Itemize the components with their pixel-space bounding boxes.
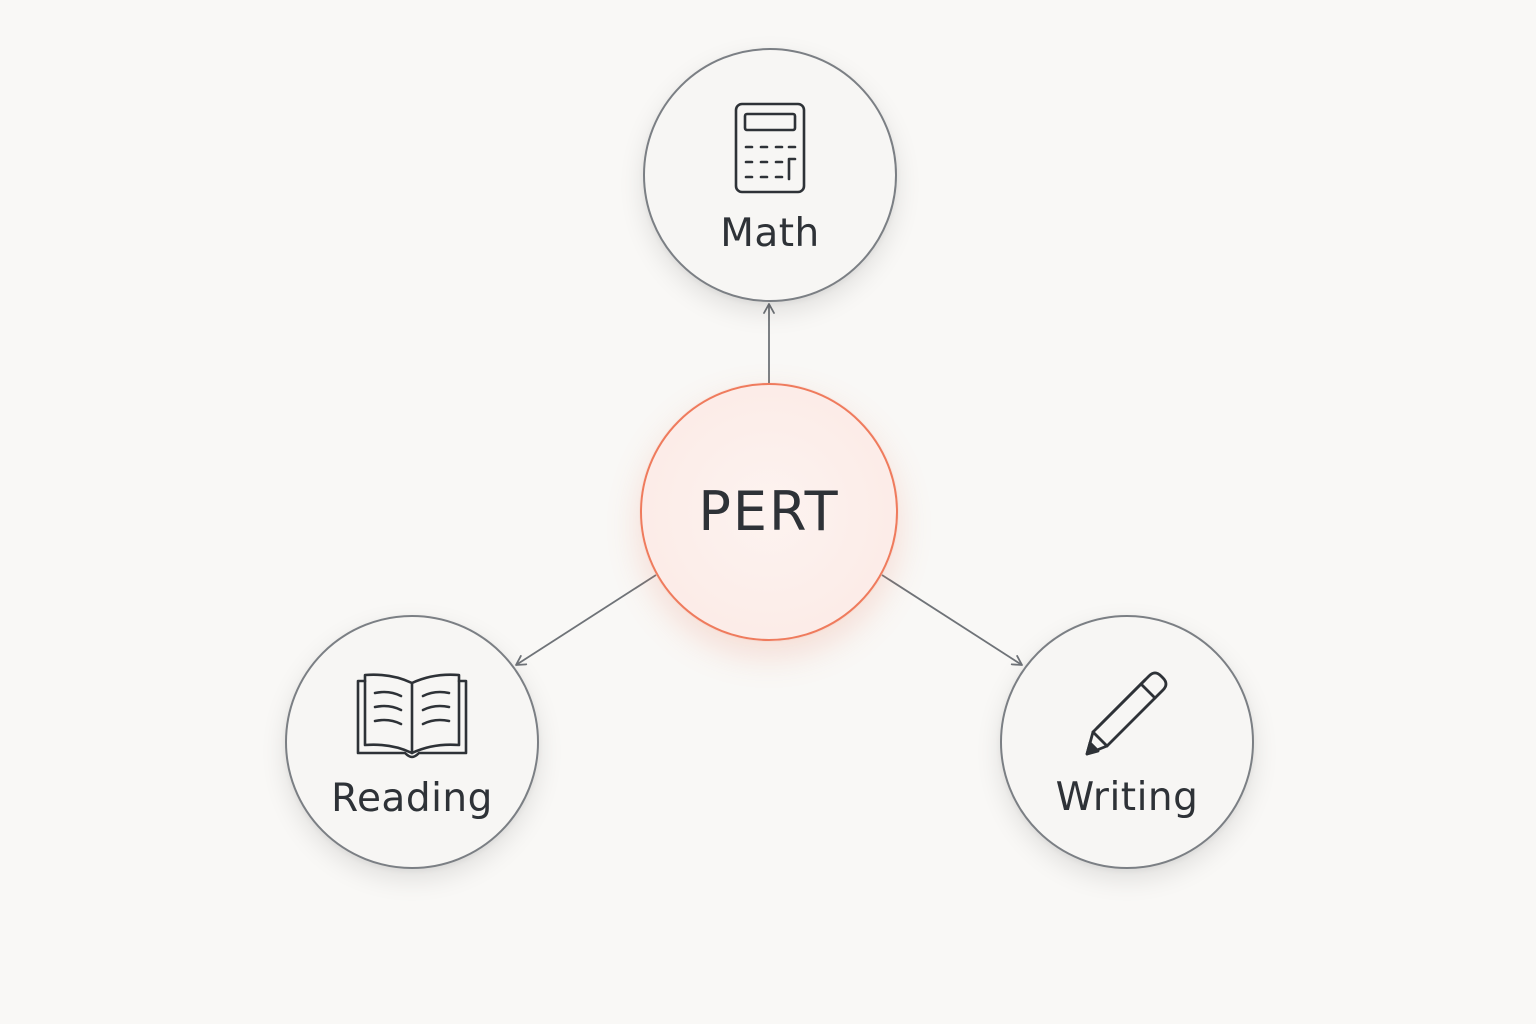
node-label-pert: PERT	[698, 480, 840, 543]
node-math[interactable]: Math	[643, 48, 897, 302]
node-label-math: Math	[720, 210, 820, 256]
node-label-reading: Reading	[331, 775, 493, 821]
node-writing[interactable]: Writing	[1000, 615, 1254, 869]
node-reading[interactable]: Reading	[285, 615, 539, 869]
node-label-writing: Writing	[1055, 774, 1199, 820]
pencil-icon	[1085, 671, 1168, 755]
open-book-icon	[356, 672, 468, 758]
edge-pert-writing	[881, 574, 1023, 666]
node-pert[interactable]: PERT	[640, 383, 898, 641]
calculator-icon	[734, 102, 806, 193]
edge-pert-reading	[515, 574, 657, 666]
